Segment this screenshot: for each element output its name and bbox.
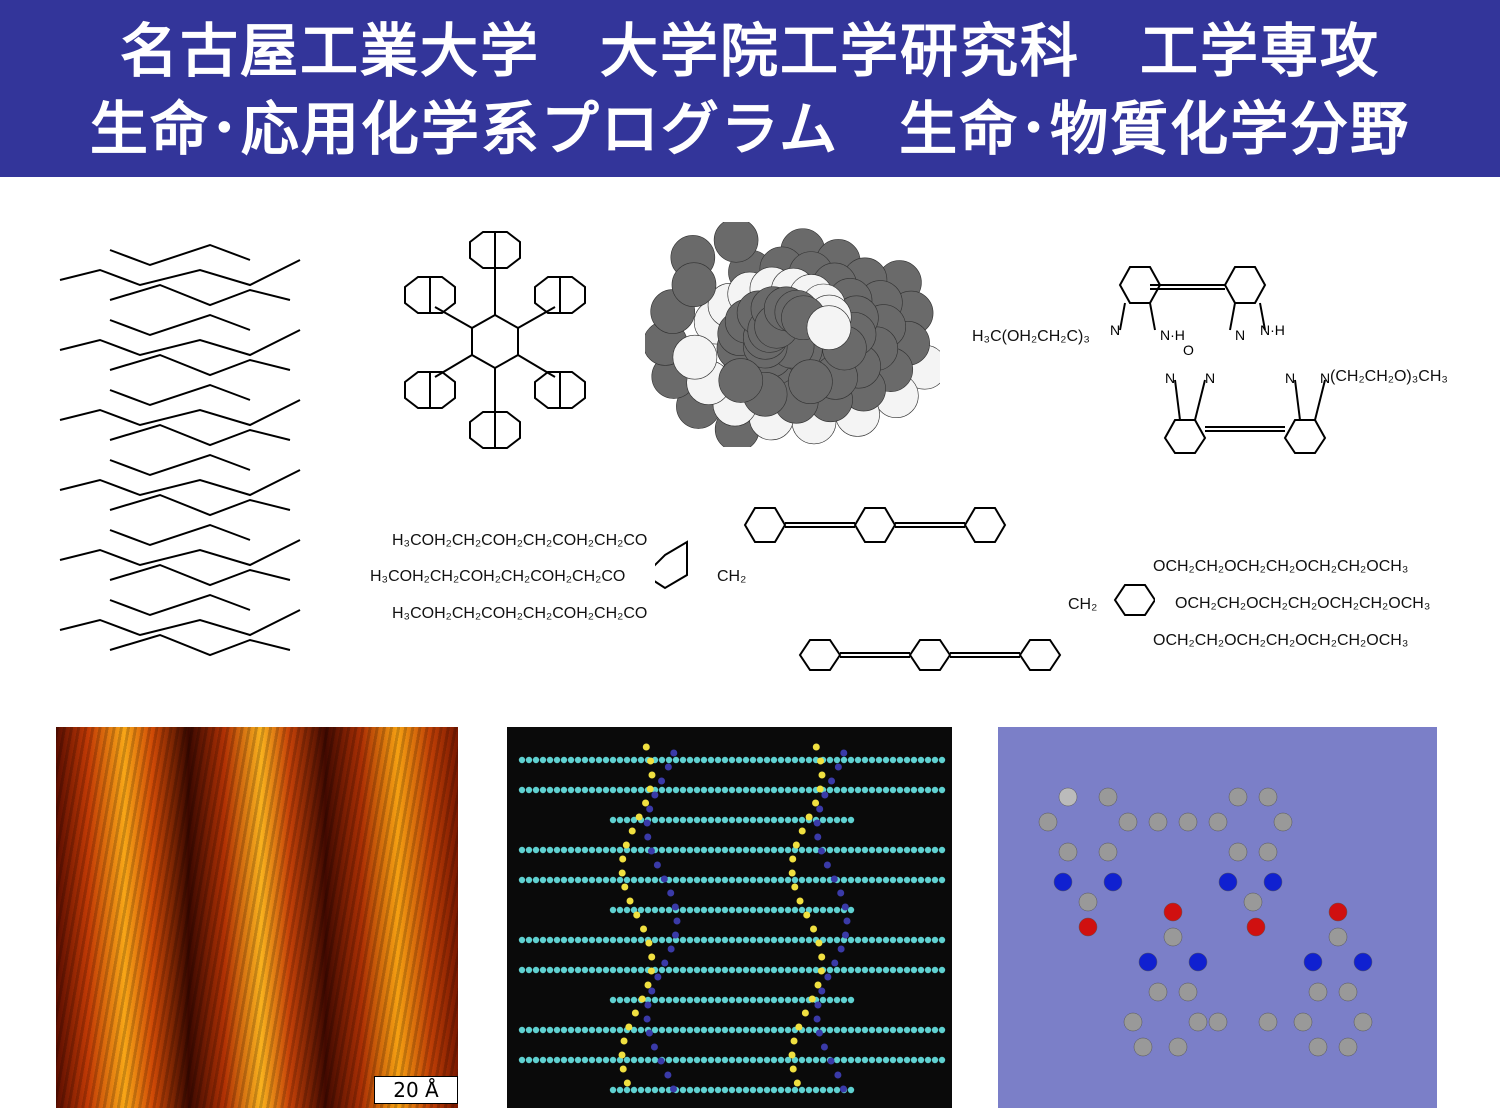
trimer-right-chain-1: OCH₂CH₂OCH₂CH₂OCH₂CH₂OCH₃: [1153, 558, 1409, 575]
svg-text:O: O: [1183, 342, 1194, 358]
header-line-2: 生命･応用化学系プログラム 生命･物質化学分野: [89, 95, 1411, 163]
scale-bar: 20 Å: [374, 1076, 458, 1104]
trimer-right-chain-2: OCH₂CH₂OCH₂CH₂OCH₂CH₂OCH₃: [1175, 595, 1431, 612]
svg-text:N·H: N·H: [1260, 322, 1285, 338]
header-banner: 名古屋工業大学 大学院工学研究科 工学専攻 生命･応用化学系プログラム 生命･物…: [0, 0, 1500, 177]
dimer-right-chain: (CH₂CH₂O)₃CH₃: [1330, 368, 1448, 385]
ball-and-stick-model-image: [998, 727, 1437, 1108]
svg-text:N: N: [1110, 322, 1120, 338]
svg-text:N: N: [1205, 370, 1215, 386]
stm-image: 20 Å: [56, 727, 458, 1108]
svg-text:N: N: [1285, 370, 1295, 386]
trimer-linker-right: CH₂: [1068, 596, 1098, 613]
svg-text:N·H: N·H: [1160, 327, 1185, 343]
helix-structure: [59, 243, 301, 657]
svg-text:N: N: [1320, 370, 1330, 386]
svg-text:N: N: [1235, 327, 1245, 343]
header-line-1: 名古屋工業大学 大学院工学研究科 工学専攻: [119, 17, 1380, 85]
trimer-left-chain-2: H₃COH₂CH₂COH₂CH₂COH₂CH₂CO: [370, 568, 626, 585]
hexa-ethynyl-benzene-structure: [404, 231, 586, 449]
molecular-dynamics-image: [507, 727, 952, 1108]
trimer-left-chain-1: H₃COH₂CH₂COH₂CH₂COH₂CH₂CO: [392, 532, 648, 549]
trimer-left-chain-3: H₃COH₂CH₂COH₂CH₂COH₂CH₂CO: [392, 605, 648, 622]
trimer-right-chain-3: OCH₂CH₂OCH₂CH₂OCH₂CH₂OCH₃: [1153, 632, 1409, 649]
svg-text:N: N: [1165, 370, 1175, 386]
trimer-macrocycle-structure: [655, 507, 1155, 671]
space-filling-model: [645, 222, 940, 447]
dimer-left-chain: H₃C(OH₂CH₂C)₃: [972, 328, 1090, 345]
trimer-linker-left: CH₂: [717, 568, 747, 585]
